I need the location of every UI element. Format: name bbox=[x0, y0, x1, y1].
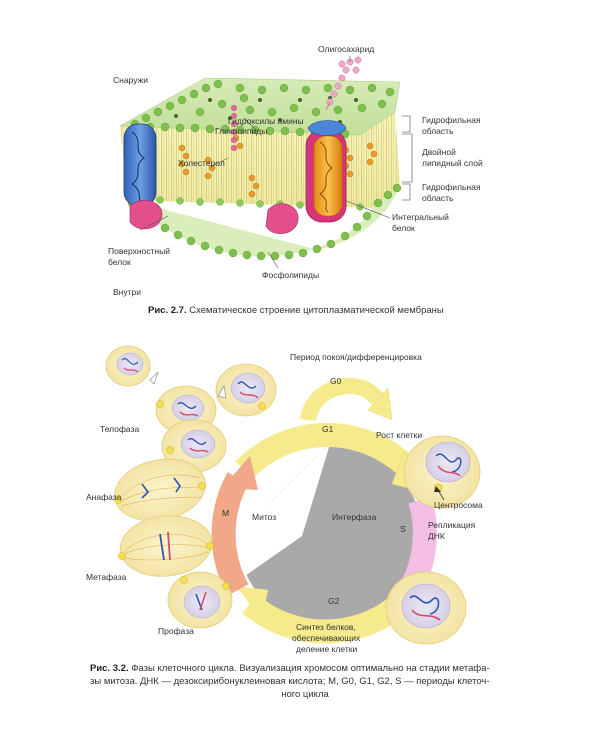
label-outside: Снаружи bbox=[113, 75, 148, 85]
label-telophase: Телофаза bbox=[100, 424, 140, 434]
label-growth: Рост клетки bbox=[376, 430, 423, 440]
figure-2-7-caption: Рис. 2.7. Схематическое строение цитопла… bbox=[148, 304, 468, 317]
label-phospholipids: Фосфолипиды bbox=[262, 270, 320, 280]
label-surface-1: Поверхностный bbox=[108, 246, 170, 256]
label-replication-1: Репликация bbox=[428, 520, 476, 530]
label-hydrophilic-bottom-2: область bbox=[422, 193, 454, 203]
label-rest-period: Период покоя/дифференцировка bbox=[290, 352, 422, 362]
label-interphase: Интерфаза bbox=[332, 512, 377, 522]
label-replication-2: ДНК bbox=[428, 531, 445, 541]
label-inside: Внутри bbox=[113, 287, 141, 297]
label-g2: G2 bbox=[328, 596, 340, 606]
label-cholesterol: Холестерол bbox=[178, 158, 225, 168]
label-integral-1: Интегральный bbox=[392, 212, 449, 222]
label-anaphase: Анафаза bbox=[86, 492, 122, 502]
label-m: M bbox=[222, 508, 230, 518]
caption-text: Схематическое строение цитоплазматическо… bbox=[186, 305, 444, 316]
membrane-diagram bbox=[119, 56, 413, 269]
label-protein-2: обеспечивающих bbox=[292, 633, 361, 643]
caption-line-3: ного цикла bbox=[281, 689, 329, 700]
caption-line-2: зы митоза. ДНК — дезоксирибонуклеиновая … bbox=[90, 676, 490, 687]
label-centrosome: Центросома bbox=[434, 500, 483, 510]
label-protein-3: деление клетки bbox=[296, 644, 358, 654]
caption-number: Рис. 3.2. bbox=[90, 663, 129, 674]
label-g0: G0 bbox=[330, 376, 342, 386]
label-s: S bbox=[400, 524, 406, 534]
caption-line-1: Фазы клеточного цикла. Визуализация хром… bbox=[128, 663, 490, 674]
label-integral-2: белок bbox=[392, 223, 415, 233]
label-glycolipids: Гликолипиды bbox=[215, 126, 268, 136]
label-oligosaccharide: Олигосахарид bbox=[318, 44, 375, 54]
label-metaphase: Метафаза bbox=[86, 572, 127, 582]
label-bilayer-2: липидный слой bbox=[422, 158, 483, 168]
label-g1: G1 bbox=[322, 424, 334, 434]
label-prophase: Профаза bbox=[158, 626, 194, 636]
label-hydrophilic-bottom-1: Гидрофильная bbox=[422, 182, 481, 192]
label-mitosis: Митоз bbox=[252, 512, 277, 522]
label-surface-2: белок bbox=[108, 257, 131, 267]
caption-number: Рис. 2.7. bbox=[148, 305, 187, 316]
label-bilayer-1: Двойной bbox=[422, 147, 456, 157]
figure-3-2-caption: Рис. 3.2. Фазы клеточного цикла. Визуали… bbox=[90, 662, 520, 701]
label-hydroxy: Гидроксилы амины bbox=[228, 116, 304, 126]
label-protein-1: Синтез белков, bbox=[296, 622, 356, 632]
label-hydrophilic-top-2: область bbox=[422, 126, 454, 136]
label-hydrophilic-top-1: Гидрофильная bbox=[422, 115, 481, 125]
